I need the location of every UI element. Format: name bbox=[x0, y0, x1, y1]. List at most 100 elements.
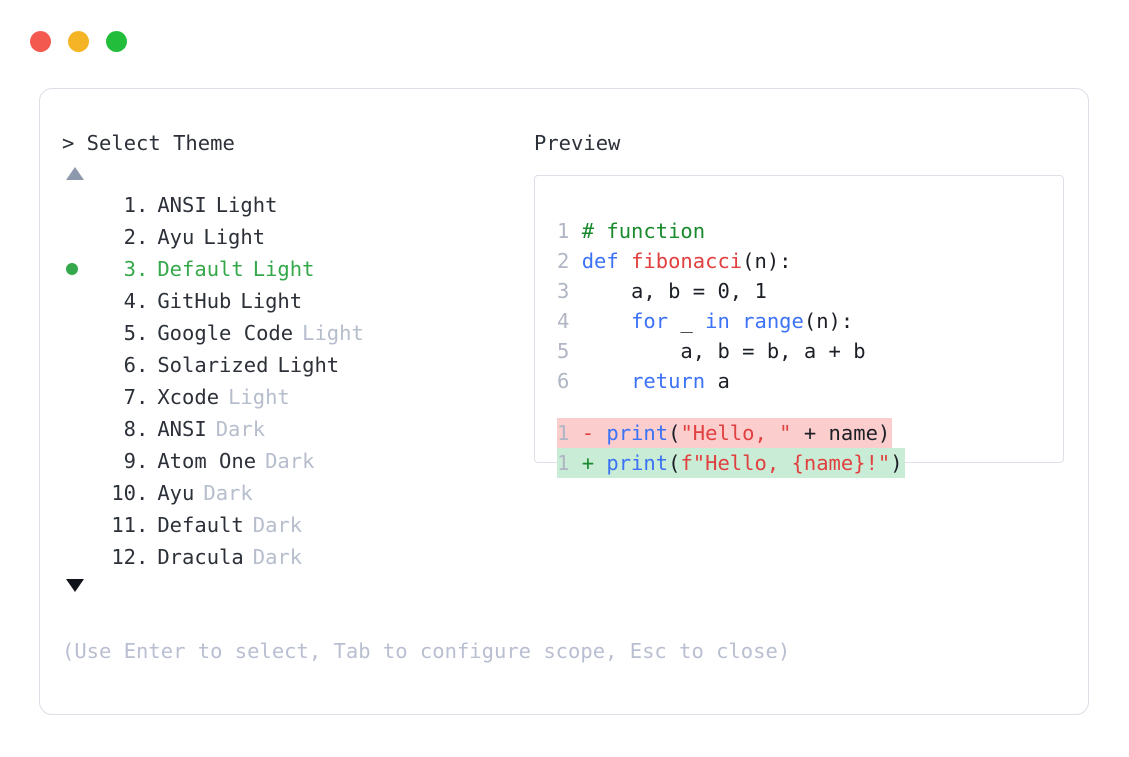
code-token: , bbox=[729, 279, 755, 303]
theme-item-number-dot: . bbox=[136, 481, 149, 505]
theme-item-variant: Dark bbox=[265, 449, 315, 473]
code-token: print bbox=[606, 421, 669, 445]
theme-item-name: Dracula bbox=[157, 545, 244, 569]
theme-item-number-dot: . bbox=[136, 385, 149, 409]
theme-item-number: 4 bbox=[111, 289, 136, 313]
theme-item-number: 10 bbox=[111, 481, 136, 505]
theme-item-number-dot: . bbox=[136, 289, 149, 313]
code-token: ( bbox=[668, 421, 681, 445]
code-token: print bbox=[606, 451, 669, 475]
theme-item-number: 12 bbox=[111, 545, 136, 569]
diff-removed-line: 1 - print("Hello, " + name) bbox=[557, 418, 893, 448]
triangle-up-icon[interactable] bbox=[66, 167, 84, 180]
theme-item-variant: Light bbox=[203, 225, 266, 249]
line-number: 5 bbox=[557, 339, 582, 363]
code-token: a bbox=[705, 369, 730, 393]
window-traffic-lights bbox=[30, 31, 127, 52]
theme-item-name: ANSI bbox=[157, 417, 207, 441]
code-line: 5 a, b = b, a + b bbox=[557, 336, 1057, 366]
theme-item-variant: Dark bbox=[215, 417, 266, 441]
theme-item-name: Default bbox=[157, 257, 244, 281]
code-token: ) bbox=[890, 451, 903, 475]
select-theme-heading: > Select Theme bbox=[62, 131, 235, 155]
theme-item-number: 6 bbox=[111, 353, 136, 377]
code-token: (n): bbox=[803, 309, 854, 333]
theme-item-number: 7 bbox=[111, 385, 136, 409]
code-token: a, b = b, a + b bbox=[581, 339, 866, 363]
line-number: 4 bbox=[557, 309, 582, 333]
code-token: "Hello, " bbox=[680, 421, 792, 445]
code-token: for bbox=[631, 309, 681, 333]
theme-item-name: ANSI bbox=[157, 193, 207, 217]
theme-item-name: Default bbox=[157, 513, 244, 537]
theme-item-number-dot: . bbox=[136, 353, 149, 377]
theme-item-number: 2 bbox=[111, 225, 136, 249]
keyboard-hint: (Use Enter to select, Tab to configure s… bbox=[62, 639, 791, 663]
diff-plus-marker: + bbox=[581, 451, 607, 475]
close-button[interactable] bbox=[30, 31, 51, 52]
code-token: _ bbox=[680, 309, 706, 333]
code-token: ( bbox=[668, 451, 681, 475]
line-number: 6 bbox=[557, 369, 582, 393]
preview-heading: Preview bbox=[534, 131, 621, 155]
theme-item-variant: Dark bbox=[252, 545, 303, 569]
code-token bbox=[582, 309, 631, 333]
code-line: 1 # function bbox=[557, 216, 1057, 246]
theme-item-variant: Light bbox=[277, 353, 340, 377]
code-line: 3 a, b = 0, 1 bbox=[557, 276, 1057, 306]
theme-item-name: Google Code bbox=[157, 321, 294, 345]
theme-item-name: Ayu bbox=[157, 225, 195, 249]
theme-item-number-dot: . bbox=[136, 225, 149, 249]
selection-bullet-slot bbox=[62, 263, 92, 275]
preview-column: Preview bbox=[534, 129, 1064, 157]
code-token: return bbox=[631, 369, 706, 393]
code-line: 6 return a bbox=[557, 366, 1057, 396]
code-token: 1 bbox=[754, 279, 767, 303]
theme-item-number: 5 bbox=[111, 321, 136, 345]
code-token bbox=[582, 369, 631, 393]
theme-list-item[interactable]: 7. Xcode Light bbox=[62, 381, 522, 413]
diff-minus-marker: - bbox=[581, 421, 607, 445]
code-token: + name) bbox=[791, 421, 891, 445]
theme-list-item[interactable]: 2. Ayu Light bbox=[62, 221, 522, 253]
code-token: # function bbox=[581, 219, 706, 243]
theme-item-number: 11 bbox=[111, 513, 136, 537]
maximize-button[interactable] bbox=[106, 31, 127, 52]
diff-line-row: 1 - print("Hello, " + name) bbox=[557, 418, 1057, 448]
diff-line-row: 1 + print(f"Hello, {name}!") bbox=[557, 448, 1057, 478]
theme-item-number: 9 bbox=[111, 449, 136, 473]
code-token: 0 bbox=[717, 279, 730, 303]
code-line: 4 for _ in range(n): bbox=[557, 306, 1057, 336]
theme-item-number-dot: . bbox=[136, 321, 149, 345]
triangle-down-icon[interactable] bbox=[66, 579, 84, 592]
code-token: f"Hello, {name}!" bbox=[680, 451, 891, 475]
minimize-button[interactable] bbox=[68, 31, 89, 52]
theme-item-number: 8 bbox=[111, 417, 136, 441]
theme-item-variant: Light bbox=[228, 385, 290, 409]
theme-item-name: GitHub bbox=[157, 289, 232, 313]
theme-item-variant: Dark bbox=[252, 513, 303, 537]
diff-spacer bbox=[557, 396, 1057, 418]
code-token: (n): bbox=[742, 249, 792, 273]
line-number: 1 bbox=[557, 451, 582, 475]
theme-item-name: Atom One bbox=[157, 449, 257, 473]
theme-item-name: Xcode bbox=[157, 385, 220, 409]
theme-item-name: Solarized bbox=[157, 353, 269, 377]
theme-list-item[interactable]: 6. Solarized Light bbox=[62, 349, 522, 381]
line-number: 1 bbox=[557, 421, 582, 445]
line-number: 2 bbox=[557, 249, 582, 273]
